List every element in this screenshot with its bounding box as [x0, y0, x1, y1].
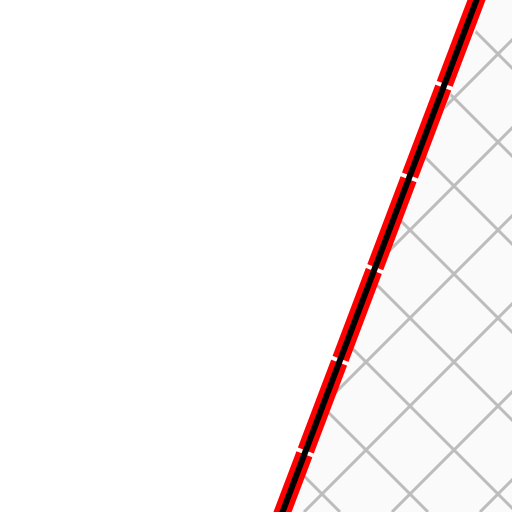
hatch-line	[285, 0, 512, 512]
road[interactable]	[273, 0, 486, 512]
hatch-line	[390, 0, 512, 512]
road-centerline	[279, 0, 480, 512]
hatch-line	[285, 0, 430, 512]
hatch-line	[285, 0, 512, 512]
hatch-line	[302, 0, 512, 512]
